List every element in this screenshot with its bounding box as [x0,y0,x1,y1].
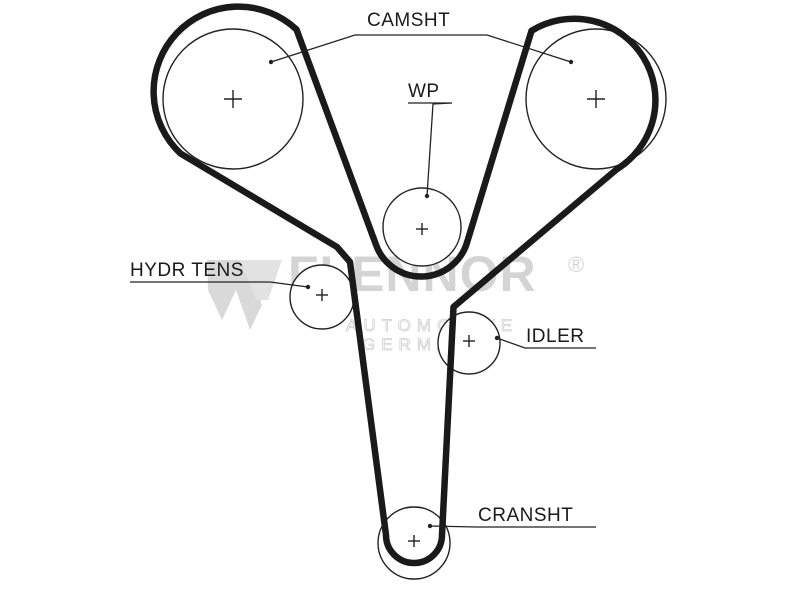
camshaft-right-centre-icon [587,90,605,108]
tensioner-label: HYDR TENS [130,260,244,281]
idler-label: IDLER [526,326,584,347]
water-pump-leader [408,102,453,197]
pulleys [162,28,667,580]
camshaft-leader [270,34,572,63]
pulley-centres [224,90,605,547]
water-pump-centre-icon [416,223,428,235]
labels: CAMSHT WP HYDR TENS IDLER CRANSHT [130,10,584,526]
crankshaft-centre-icon [408,535,420,547]
idler-centre-icon [463,335,475,347]
watermark-registered-mark: ® [568,252,584,277]
timing-belt [150,3,659,567]
tensioner-leader [130,281,309,288]
crankshaft-leader [429,525,596,528]
tensioner-centre-icon [316,289,328,301]
watermark-logo-icon [207,260,282,330]
leader-lines [130,34,596,529]
camshaft-left-centre-icon [224,90,242,108]
water-pump-label: WP [408,81,440,102]
camshaft-label: CAMSHT [367,10,450,31]
crankshaft-label: CRANSHT [478,505,573,526]
idler-leader [496,337,596,349]
